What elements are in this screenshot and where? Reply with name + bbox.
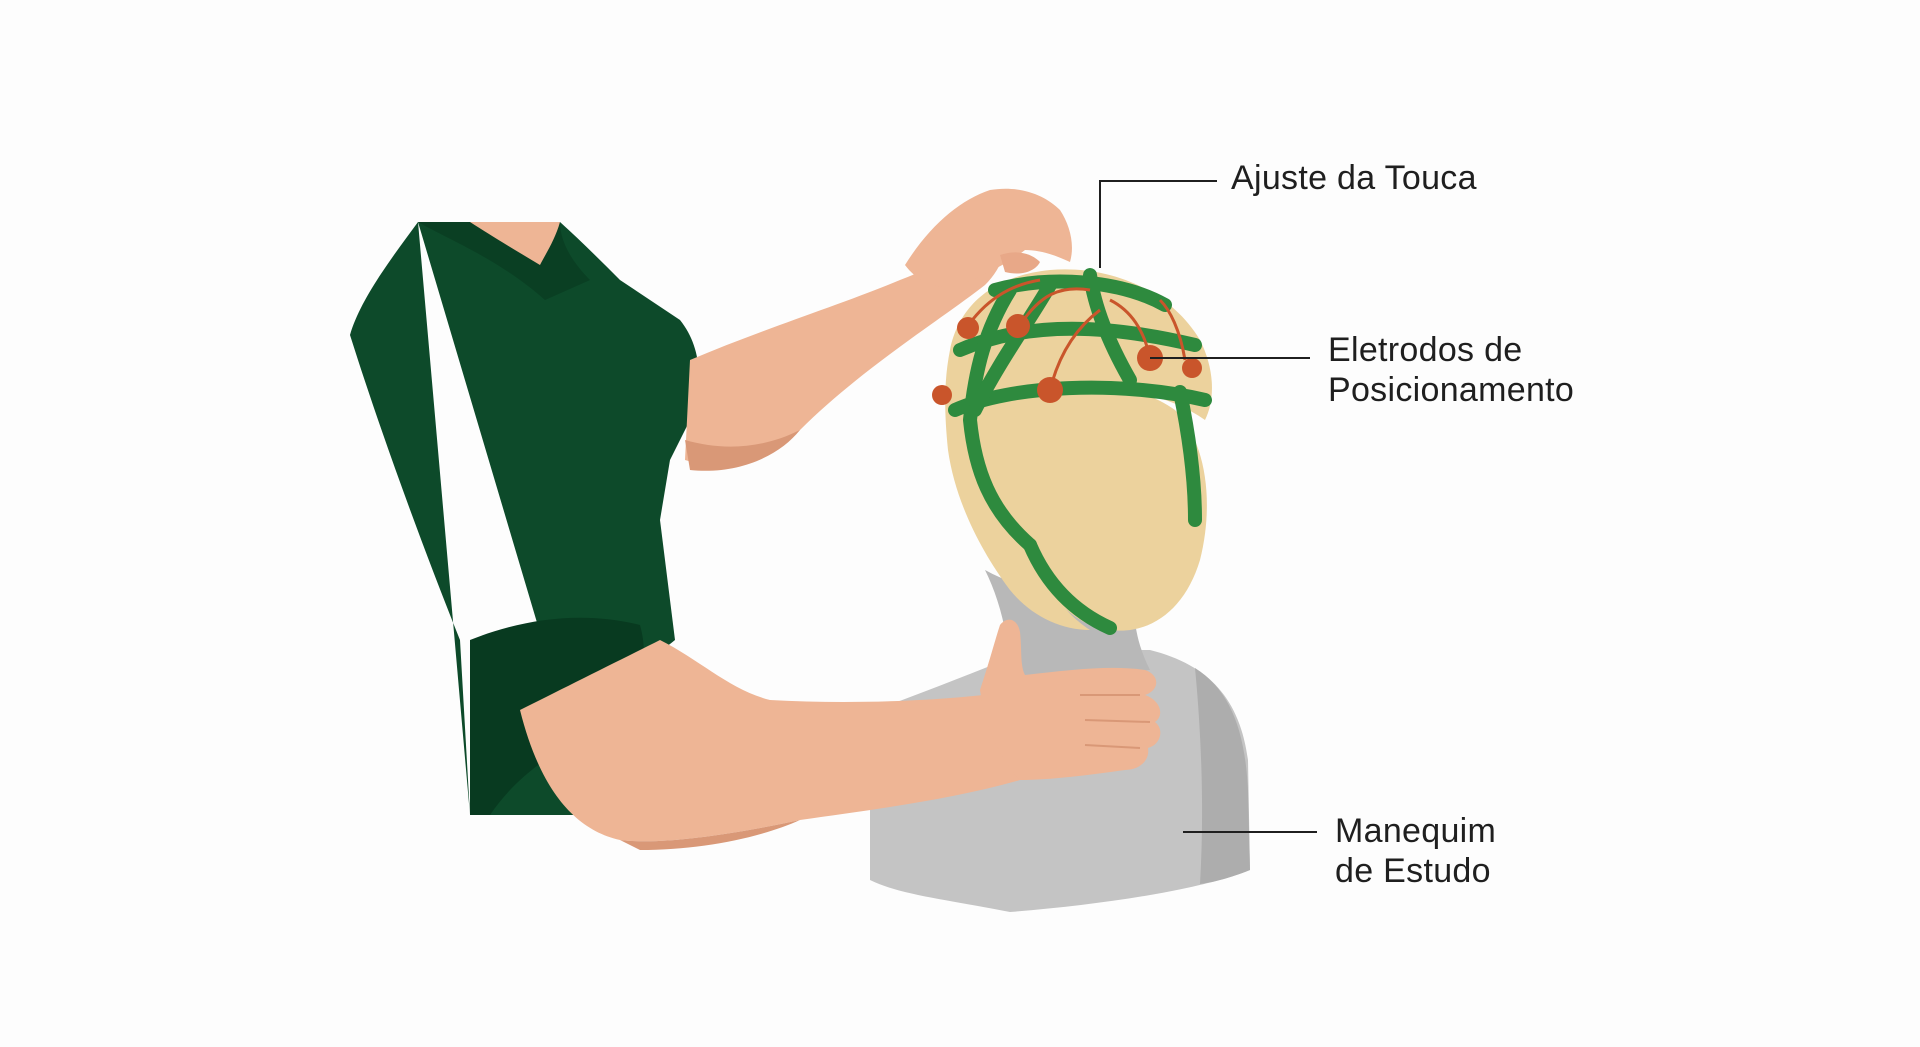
electrode-wire	[1158, 298, 1187, 361]
label-study-mannequin: Manequim de Estudo	[1335, 811, 1496, 891]
electrode	[932, 385, 952, 405]
top-hand-thumb	[1000, 252, 1040, 274]
cap-cheek-strap	[1173, 385, 1202, 527]
label-line: Posicionamento	[1328, 371, 1575, 409]
upper-arm-skin	[685, 230, 1005, 466]
cap-strap-diagonal	[968, 278, 1057, 417]
label-positioning-electrodes: Eletrodos de Posicionamento	[1328, 330, 1574, 410]
cap-strap-vertical-left	[963, 283, 1037, 552]
shoulder-hand-finger-lines	[1080, 694, 1151, 749]
label-line: Manequim	[1335, 812, 1497, 850]
lower-arm-shadow	[620, 820, 800, 850]
cap-chin-strap	[1023, 538, 1117, 635]
leader-lines	[1099, 180, 1317, 833]
electrode	[1006, 314, 1030, 338]
cap-strap-vertical-center	[1083, 268, 1137, 387]
mannequin-side-shadow	[1195, 668, 1250, 884]
label-line: de Estudo	[1335, 852, 1491, 890]
electrode-wire	[1018, 287, 1091, 326]
electrode	[957, 317, 979, 339]
neck-skin	[470, 222, 560, 265]
leader-line-cap	[1099, 180, 1217, 268]
cap-straps	[948, 268, 1212, 635]
label-cap-adjust: Ajuste da Touca	[1231, 158, 1477, 198]
electrodes	[932, 314, 1202, 405]
lower-arm-skin	[520, 640, 1035, 842]
top-hand	[905, 188, 1072, 287]
head-face	[1025, 385, 1207, 631]
label-line: Ajuste da Touca	[1231, 159, 1477, 197]
shoulder-hand	[980, 619, 1161, 780]
lower-arm	[520, 619, 1161, 850]
electrode	[1182, 358, 1202, 378]
label-line: Eletrodos de	[1328, 331, 1523, 369]
electrode	[1037, 377, 1063, 403]
upper-arm-shadow	[685, 430, 800, 471]
upper-arm	[685, 188, 1072, 471]
